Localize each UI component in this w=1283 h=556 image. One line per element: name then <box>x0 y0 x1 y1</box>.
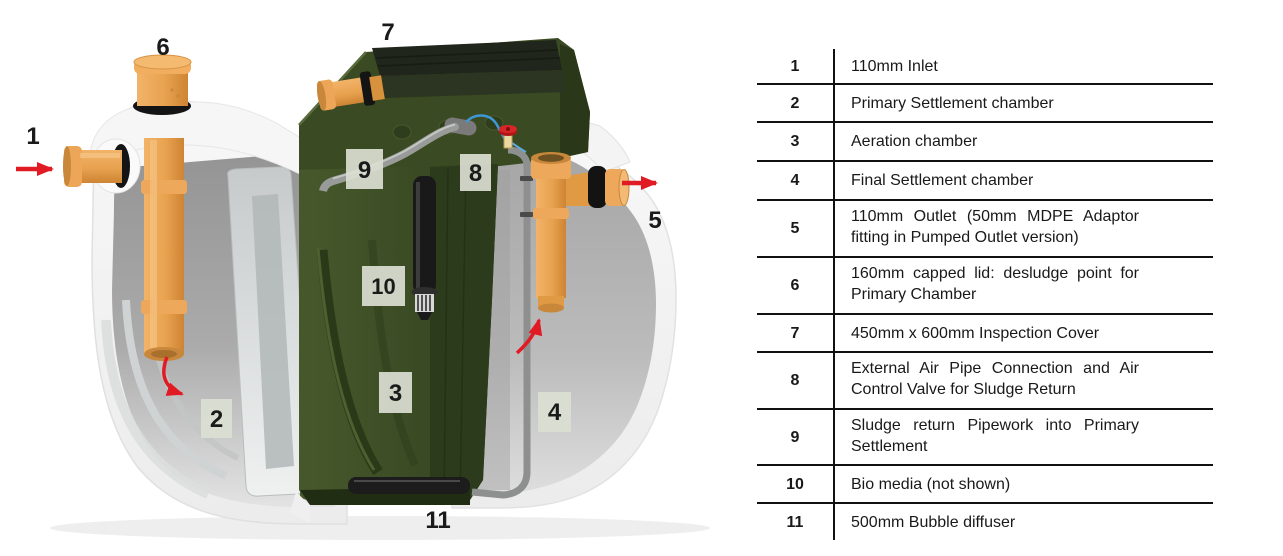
callout-4-label: 4 <box>548 399 562 426</box>
inlet-pipe <box>63 138 141 194</box>
table-row: 7 450mm x 600mm Inspection Cover <box>757 313 1213 351</box>
row-number: 11 <box>757 504 835 540</box>
bubble-diffuser <box>348 477 470 494</box>
tank-cutaway-diagram: 1 6 7 5 11 2 3 4 8 9 <box>16 19 710 540</box>
row-description: Final Settlement chamber <box>851 172 1034 189</box>
row-number: 7 <box>757 315 835 351</box>
callout-1: 1 <box>26 123 39 150</box>
callout-7: 7 <box>381 19 394 46</box>
callout-5-label: 5 <box>648 207 661 234</box>
callout-11: 11 <box>425 507 450 534</box>
row-number: 4 <box>757 162 835 199</box>
callout-10: 10 <box>362 266 405 306</box>
table-row: 11 500mm Bubble diffuser <box>757 502 1213 540</box>
outlet-pipe <box>531 152 630 313</box>
gray-drop-pipe <box>471 146 533 499</box>
callout-3-label: 3 <box>389 380 402 407</box>
callout-6-label: 6 <box>156 34 169 61</box>
row-description: Bio media (not shown) <box>851 475 1011 493</box>
flow-arrows <box>16 162 658 396</box>
row-description: External Air Pipe Connection and Air Con… <box>851 360 1139 398</box>
row-number: 6 <box>757 258 835 313</box>
callout-5: 5 <box>648 207 661 234</box>
capped-lid <box>133 54 192 115</box>
outlet-gasket-ring <box>588 166 607 208</box>
air-pipe-connection <box>316 71 385 111</box>
table-row: 5 110mm Outlet (50mm MDPE Adaptor fittin… <box>757 199 1213 256</box>
callout-10-label: 10 <box>371 274 395 299</box>
callout-2-label: 2 <box>210 406 223 433</box>
callout-8: 8 <box>460 154 491 191</box>
row-description: Primary Settlement chamber <box>851 94 1054 112</box>
row-description: 110mm Inlet <box>851 57 938 75</box>
row-description: Sludge return Pipework into Primary Sett… <box>851 417 1139 455</box>
row-description: 500mm Bubble diffuser <box>851 513 1016 531</box>
callout-11-label: 11 <box>425 507 450 534</box>
table-row: 3 Aeration chamber <box>757 121 1213 160</box>
table-row: 10 Bio media (not shown) <box>757 464 1213 502</box>
row-description: 450mm x 600mm Inspection Cover <box>851 324 1100 342</box>
callout-8-label: 8 <box>469 160 482 187</box>
row-description: 160mm capped lid: desludge point for Pri… <box>851 265 1139 303</box>
table-row: 2 Primary Settlement chamber <box>757 83 1213 121</box>
callout-4: 4 <box>538 392 571 432</box>
callout-1-label: 1 <box>26 123 39 150</box>
row-description: 110mm Outlet (50mm MDPE Adaptor fitting … <box>851 208 1139 246</box>
table-row: 1 110mm Inlet <box>757 49 1213 83</box>
inspection-cover <box>372 40 562 76</box>
table-row: 6 160mm capped lid: desludge point for P… <box>757 256 1213 313</box>
row-number: 8 <box>757 353 835 408</box>
callout-3: 3 <box>379 372 412 413</box>
row-number: 10 <box>757 466 835 502</box>
row-number: 3 <box>757 123 835 160</box>
row-number: 5 <box>757 201 835 256</box>
row-number: 9 <box>757 410 835 464</box>
row-number: 2 <box>757 85 835 121</box>
black-air-pipe <box>411 176 438 320</box>
green-tank <box>290 38 590 523</box>
final-flow-arrow-icon <box>515 318 543 355</box>
callout-6: 6 <box>156 34 169 61</box>
callout-7-label: 7 <box>381 19 394 46</box>
legend-table: 1 110mm Inlet 2 Primary Settlement chamb… <box>757 49 1213 540</box>
callout-2: 2 <box>201 399 232 438</box>
row-number: 1 <box>757 49 835 83</box>
table-row: 9 Sludge return Pipework into Primary Se… <box>757 408 1213 464</box>
inlet-dip-pipe <box>141 138 187 361</box>
table-row: 4 Final Settlement chamber <box>757 160 1213 199</box>
air-control-valve <box>465 114 527 153</box>
primary-flow-arrow-icon <box>162 356 184 396</box>
callout-9-label: 9 <box>358 157 371 184</box>
callout-9: 9 <box>346 149 383 189</box>
row-description: Aeration chamber <box>851 133 978 150</box>
table-row: 8 External Air Pipe Connection and Air C… <box>757 351 1213 408</box>
ground-shadow <box>50 516 710 540</box>
